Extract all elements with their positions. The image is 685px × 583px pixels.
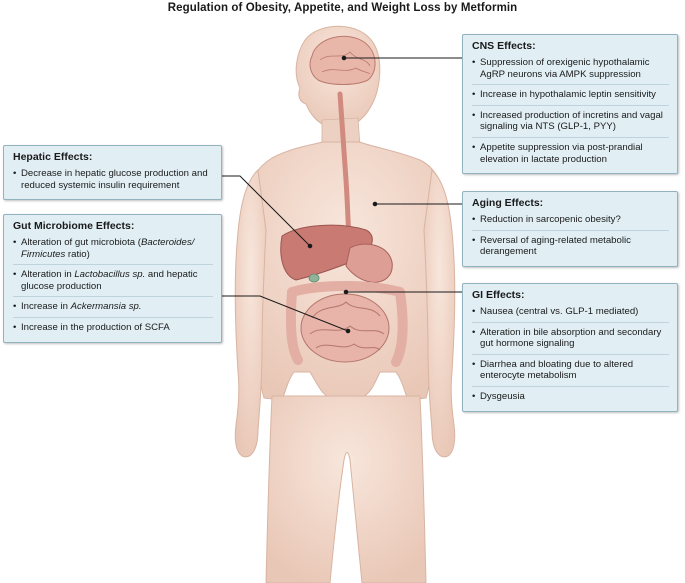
leader-lines xyxy=(222,55,462,334)
gi-effect-item: Dysgeusia xyxy=(472,391,669,407)
cns-effects-box: CNS Effects: Suppression of orexigenic h… xyxy=(462,34,678,175)
gi-effect-item: Diarrhea and bloating due to altered ent… xyxy=(472,359,669,387)
aging-effect-item: Reduction in sarcopenic obesity? xyxy=(472,214,669,231)
cns-effect-item: Appetite suppression via post-prandial e… xyxy=(472,142,669,169)
gi-effects-box: GI Effects: Nausea (central vs. GLP-1 me… xyxy=(462,283,678,412)
body-silhouette xyxy=(234,25,456,583)
stomach xyxy=(345,243,393,283)
gut-effect-item: Alteration in Lactobacillus sp. and hepa… xyxy=(13,269,213,298)
gut-microbiome-effects-heading: Gut Microbiome Effects: xyxy=(13,220,135,232)
aging-effect-item: Reversal of aging-related metabolic dera… xyxy=(472,235,669,262)
hepatic-effects-heading: Hepatic Effects: xyxy=(13,151,93,163)
cns-effect-item: Increase in hypothalamic leptin sensitiv… xyxy=(472,89,669,106)
hepatic-effect-item: Decrease in hepatic glucose production a… xyxy=(13,168,213,195)
aging-effects-box: Aging Effects: Reduction in sarcopenic o… xyxy=(462,191,678,267)
gi-effect-item: Alteration in bile absorption and second… xyxy=(472,327,669,355)
gi-effect-item: Nausea (central vs. GLP-1 mediated) xyxy=(472,306,669,323)
small-intestine xyxy=(300,293,390,363)
figure-title: Regulation of Obesity, Appetite, and Wei… xyxy=(167,2,518,14)
aging-effects-heading: Aging Effects: xyxy=(472,197,544,209)
large-intestine xyxy=(285,281,408,367)
gi-effects-heading: GI Effects: xyxy=(472,289,525,301)
hepatic-effects-box: Hepatic Effects: Decrease in hepatic glu… xyxy=(3,145,222,201)
gallbladder xyxy=(308,273,320,283)
gut-microbiome-effects-box: Gut Microbiome Effects: Alteration of gu… xyxy=(3,214,222,343)
gut-effect-item: Increase in the production of SCFA xyxy=(13,322,213,338)
cns-effect-item: Suppression of orexigenic hypothalamic A… xyxy=(472,57,669,86)
cns-effects-heading: CNS Effects: xyxy=(472,40,536,52)
gut-effect-item: Alteration of gut microbiota (Bacteroide… xyxy=(13,237,213,266)
gut-effect-item: Increase in Ackermansia sp. xyxy=(13,301,213,318)
cns-effect-item: Increased production of incretins and va… xyxy=(472,110,669,138)
brain xyxy=(309,35,376,85)
